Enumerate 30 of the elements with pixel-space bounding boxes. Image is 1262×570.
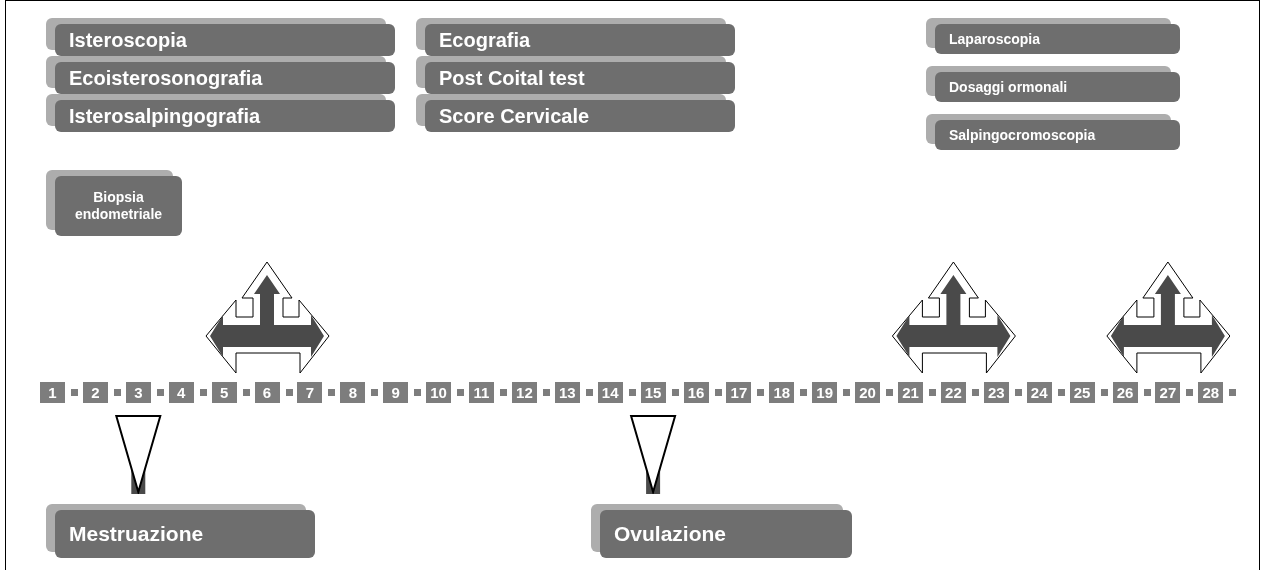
day-number: 21 [898, 382, 923, 403]
day-number: 27 [1155, 382, 1181, 403]
day-number: 16 [683, 382, 709, 403]
day-number: 10 [426, 382, 452, 403]
day-number: 19 [812, 382, 838, 403]
day-number: 25 [1069, 382, 1095, 403]
day-number: 7 [297, 382, 323, 403]
day-number: 9 [383, 382, 409, 403]
day-number: 6 [254, 382, 280, 403]
day-number: 24 [1026, 382, 1052, 403]
day-number: 17 [726, 382, 752, 403]
day-number: 20 [855, 382, 881, 403]
day-number: 2 [82, 382, 108, 403]
day-number: 28 [1198, 382, 1224, 403]
day-number: 4 [168, 382, 194, 403]
day-number: 12 [511, 382, 537, 403]
day-number: 15 [640, 382, 666, 403]
day-number: 5 [211, 382, 237, 403]
day-number: 23 [983, 382, 1009, 403]
day-number: 3 [125, 382, 151, 403]
day-number: 13 [554, 382, 580, 403]
day-number: 26 [1112, 382, 1138, 403]
day-number: 18 [769, 382, 795, 403]
day-number: 11 [469, 382, 494, 403]
day-number: 22 [940, 382, 966, 403]
down-arrow [115, 415, 162, 494]
day-number: 14 [597, 382, 623, 403]
day-number: 1 [40, 382, 65, 403]
down-arrow [630, 415, 677, 494]
day-number: 8 [340, 382, 366, 403]
